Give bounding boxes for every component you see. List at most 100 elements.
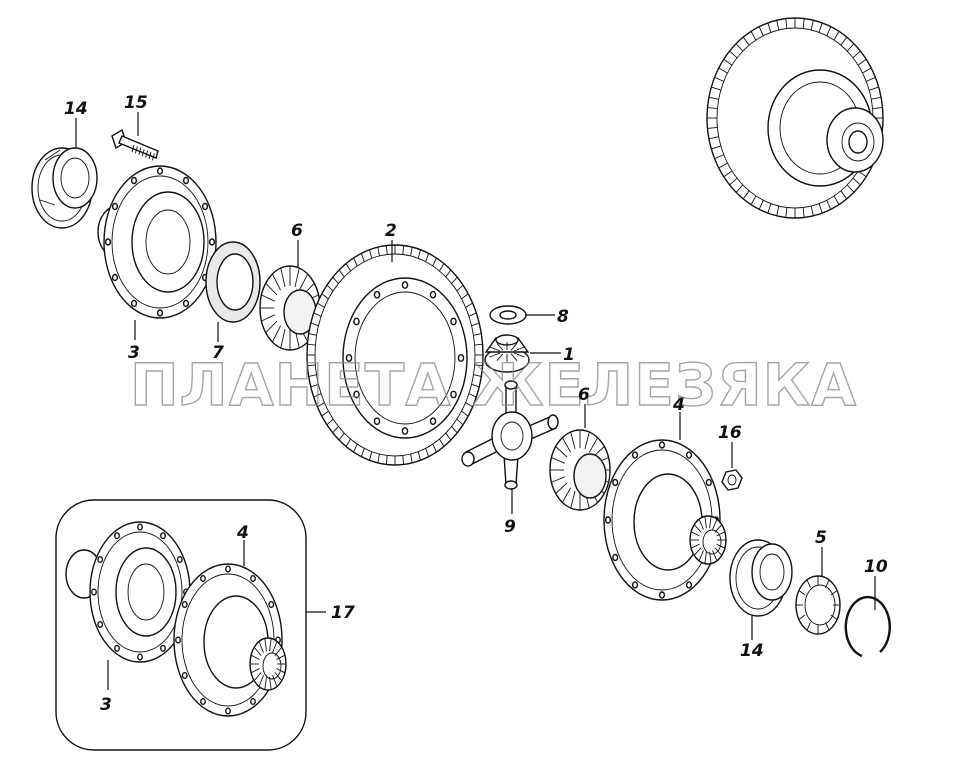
spline-tooth — [276, 654, 286, 660]
gear-tooth — [317, 302, 325, 308]
bolt-thread — [131, 144, 135, 153]
gear-tooth — [840, 36, 848, 46]
gear-tooth — [317, 402, 325, 408]
gear-tooth — [729, 50, 738, 59]
gear-tooth — [489, 352, 501, 358]
gear-tooth — [369, 249, 373, 259]
gear-tooth — [852, 177, 861, 186]
gear-tooth — [471, 322, 480, 327]
bolt-hole — [181, 672, 188, 680]
bolt-hole — [114, 532, 120, 540]
bolt-hole — [353, 317, 360, 326]
bolt-15 — [111, 128, 159, 161]
gear-tooth — [510, 343, 518, 351]
snap-ring-10 — [844, 595, 891, 658]
housing-half-4 — [603, 439, 727, 601]
gear-tooth — [846, 184, 855, 193]
gear-tooth — [402, 455, 405, 465]
spline-tooth — [712, 519, 718, 530]
bolt-hole — [137, 523, 143, 531]
gear-tooth — [510, 353, 518, 361]
bolt-hole — [182, 299, 190, 308]
gear-tooth — [377, 453, 380, 463]
gear-tooth — [570, 431, 576, 450]
callout-15-bolt: 15 — [124, 93, 148, 113]
gear-tooth — [489, 346, 501, 352]
gear-tooth — [729, 177, 738, 186]
gear-tooth — [555, 446, 568, 458]
callout-14-left-bearing: 14 — [64, 99, 88, 119]
gear-tooth — [767, 203, 772, 214]
nut-slot — [806, 579, 811, 588]
gear-tooth — [474, 364, 483, 367]
gear-tooth — [871, 96, 882, 100]
gear-tooth — [718, 162, 728, 169]
callout-3-kit: 3 — [100, 695, 112, 715]
thrust-washer-7 — [205, 241, 261, 323]
gear-tooth — [513, 346, 525, 352]
gear-tooth — [561, 487, 571, 503]
ring-gear-2 — [306, 244, 484, 466]
gear-tooth — [723, 58, 733, 66]
spline-tooth — [712, 550, 718, 561]
gear-tooth — [718, 67, 728, 74]
bolt-hole — [225, 565, 231, 573]
gear-tooth — [265, 283, 278, 296]
spline-tooth — [709, 516, 712, 529]
spline-tooth — [269, 638, 272, 652]
bolt-hole — [450, 317, 457, 326]
leader-lines — [75, 112, 876, 690]
bolt-hole — [97, 621, 104, 629]
gear-tooth — [818, 22, 823, 33]
gear-tooth — [826, 26, 832, 36]
gear-tooth — [310, 383, 319, 388]
callout-10-snap-ring: 10 — [864, 557, 888, 577]
nut-slot — [830, 590, 838, 596]
gear-tooth — [326, 418, 334, 426]
gear-tooth — [810, 205, 814, 216]
gear-tooth — [465, 302, 473, 308]
spline-tooth — [693, 524, 702, 533]
gear-tooth — [833, 31, 840, 41]
gear-tooth — [570, 490, 576, 509]
gear-tooth — [417, 249, 421, 259]
bolt-hole — [604, 516, 612, 524]
gear-tooth — [360, 253, 365, 262]
gear-tooth — [474, 343, 483, 346]
bolt-hole — [200, 697, 206, 705]
bolt-hole — [631, 451, 639, 459]
gear-tooth — [758, 200, 764, 210]
callout-5-adjusting-nut: 5 — [815, 528, 827, 548]
gear-tooth — [742, 190, 750, 200]
pinion-gear-1 — [484, 334, 530, 373]
housing-half-3 — [97, 165, 217, 319]
bolt-hole — [429, 290, 437, 299]
gear-tooth — [417, 451, 421, 461]
bolt-hole — [182, 176, 190, 185]
bolt-hole — [130, 176, 138, 185]
bolt-hole — [114, 644, 120, 652]
gear-tooth — [280, 328, 286, 349]
gear-tooth — [742, 36, 750, 46]
adjusting-nut-5 — [795, 575, 841, 635]
gear-tooth — [857, 58, 867, 66]
bolt-hole — [200, 575, 206, 583]
bolt-hole — [111, 202, 119, 211]
bolt-hole — [156, 309, 164, 317]
gear-tooth — [802, 207, 805, 218]
gear-tooth — [385, 245, 388, 255]
gear-tooth — [261, 314, 275, 322]
bolt-hole — [658, 441, 666, 449]
spline-tooth — [250, 654, 260, 660]
gear-tooth — [473, 374, 482, 377]
bolt-hole — [429, 417, 437, 426]
spline-tooth — [716, 531, 726, 537]
gear-tooth — [714, 154, 724, 160]
gear-tooth — [353, 443, 358, 453]
callout-9-spider: 9 — [504, 517, 516, 537]
side-gear-6-left — [259, 265, 321, 351]
nut-slot — [798, 590, 806, 596]
gear-tooth — [869, 86, 879, 91]
gear-tooth — [468, 393, 477, 398]
